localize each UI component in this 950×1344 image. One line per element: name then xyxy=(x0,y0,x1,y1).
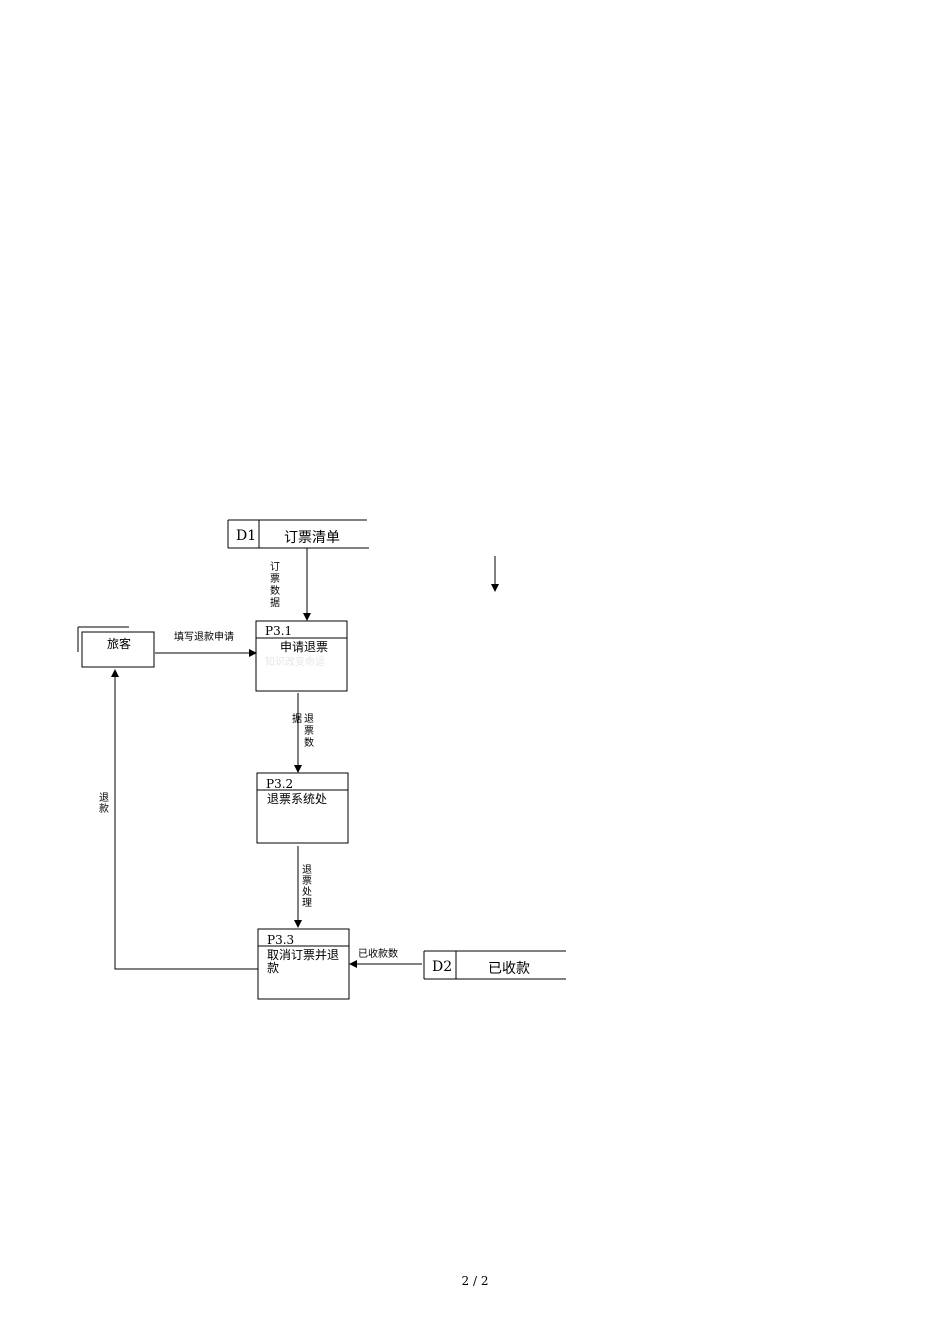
flow-refund-char: 款 xyxy=(99,802,109,815)
process-p3-1-id: P3.1 xyxy=(265,624,292,638)
process-p3-3-name-line2: 款 xyxy=(267,961,279,975)
flow-refund-processing-char: 理 xyxy=(302,897,312,909)
flow-refund-data-char: 退 xyxy=(304,713,314,725)
flow-refund-processing-label: 退 票 处 理 xyxy=(302,864,312,909)
flow-refund-application-label: 填写退款申请 xyxy=(174,630,234,643)
process-p3-2-name: 退票系统处 xyxy=(267,792,327,806)
flow-refund-data-char: 数 xyxy=(304,736,314,749)
process-p3-3-id: P3.3 xyxy=(267,933,294,947)
process-p3-1-name: 申请退票 xyxy=(280,640,328,654)
flow-refund-processing-char: 退 xyxy=(302,864,312,876)
flow-refund-arrow xyxy=(111,669,258,970)
data-store-d1-name: 订票清单 xyxy=(284,530,340,546)
flow-refund-label: 退 款 xyxy=(99,792,109,815)
data-store-d2-name: 已收款 xyxy=(488,961,530,977)
process-p3-3: P3.3 取消订票并退 款 xyxy=(257,928,350,1000)
flow-order-data-char: 票 xyxy=(270,573,280,585)
process-p3-2: P3.2 退票系统处 xyxy=(256,772,349,844)
data-store-d2-id: D2 xyxy=(432,959,452,975)
process-p3-3-name-line1: 取消订票并退 xyxy=(267,948,339,962)
flow-order-data-char: 数 xyxy=(270,584,280,597)
external-entity-traveler: 旅客 xyxy=(77,626,155,668)
flow-order-data-label: 订 票 数 据 xyxy=(270,561,280,609)
flow-refund-data-char: 票 xyxy=(304,725,314,737)
flow-order-data-char: 订 xyxy=(270,561,280,573)
page-number: 2 / 2 xyxy=(461,1274,489,1288)
process-p3-2-id: P3.2 xyxy=(266,777,293,791)
external-entity-name: 旅客 xyxy=(107,636,131,651)
data-store-d1-id: D1 xyxy=(236,528,256,544)
data-store-d1: D1 订票清单 xyxy=(227,519,369,549)
flow-order-data-char: 据 xyxy=(270,596,280,609)
flow-received-amount-label: 已收款数 xyxy=(358,947,398,960)
flow-refund-data-label: 退 票 数 xyxy=(304,713,314,749)
flow-refund-processing-char: 票 xyxy=(302,875,312,887)
process-p3-1-watermark: 知识改变命运 xyxy=(265,655,325,668)
flow-refund-data-left-char: 据 xyxy=(292,712,302,725)
flow-refund-char: 退 xyxy=(99,792,109,804)
data-store-d2: D2 已收款 xyxy=(423,950,566,980)
flow-refund-processing-char: 处 xyxy=(302,886,312,898)
process-p3-1: P3.1 申请退票 知识改变命运 xyxy=(255,620,348,692)
